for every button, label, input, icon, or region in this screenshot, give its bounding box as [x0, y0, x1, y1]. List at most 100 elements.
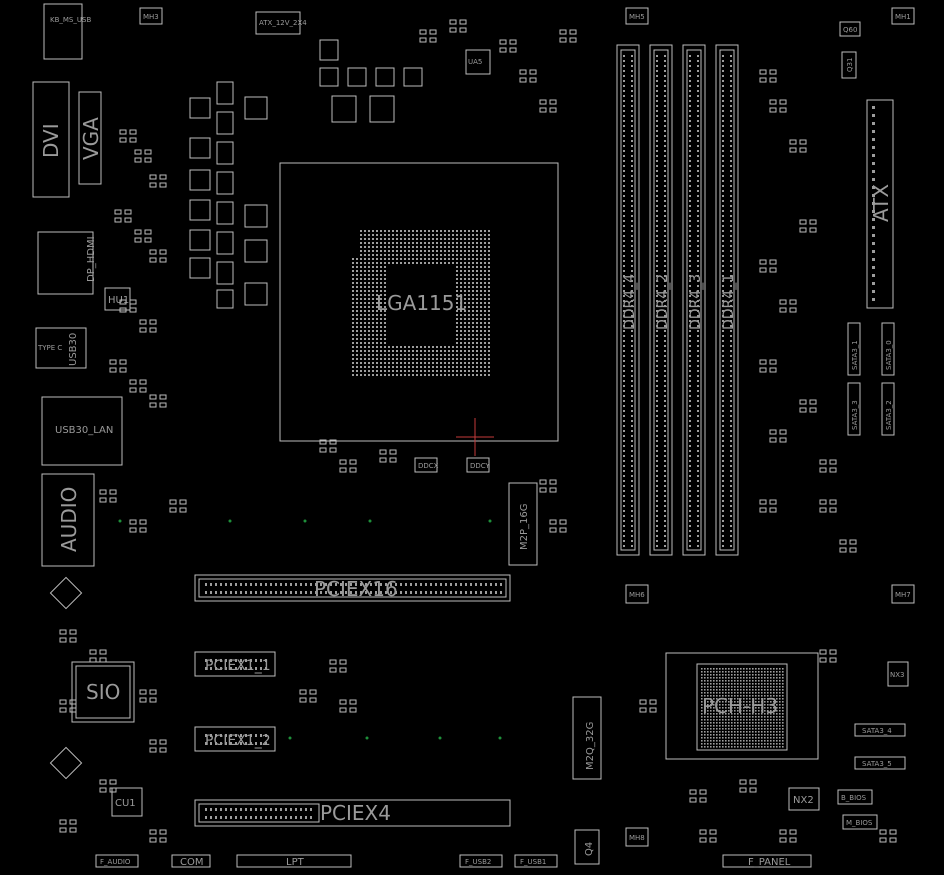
usb30-label: USB30	[68, 333, 79, 366]
m2q-32g-slot[interactable]: M2Q_32G	[572, 696, 602, 780]
sio-label: SIO	[86, 680, 120, 704]
m-bios-label: M_BIOS	[846, 819, 873, 827]
f-audio-header[interactable]: F_AUDIO	[95, 854, 139, 868]
diamond-component-a	[49, 576, 83, 610]
sata3-4-label: SATA3_4	[862, 727, 892, 735]
nx3-chip: NX3	[887, 661, 909, 687]
top-mosfets	[319, 39, 423, 123]
kb-ms-usb-label: KB_MS_USB	[50, 16, 91, 24]
f-usb1-label: F_USB1	[520, 858, 546, 866]
pciex1-1-slot[interactable]: PCIEX1_1	[194, 651, 276, 677]
sata3-3-connector[interactable]: SATA3_3	[847, 382, 861, 436]
mh6-mount-hole: MH6	[625, 584, 649, 604]
audio-label: AUDIO	[57, 487, 81, 552]
pch-ball-array	[701, 668, 784, 748]
sata3-2-connector[interactable]: SATA3_2	[881, 382, 895, 436]
mh6-label: MH6	[629, 591, 645, 599]
f-usb2-label: F_USB2	[465, 858, 491, 866]
atx-connector[interactable]: ATX	[866, 99, 894, 309]
ddcx-label: DDCX	[418, 462, 439, 470]
atx-12v-connector[interactable]: ATX_12V_2X4	[255, 11, 307, 35]
vrm-mosfets	[189, 81, 268, 309]
vga-connector[interactable]: VGA	[78, 91, 103, 185]
cu1-label: CU1	[115, 798, 136, 809]
f-audio-label: F_AUDIO	[100, 858, 131, 866]
com-header[interactable]: COM	[171, 854, 211, 868]
b-bios-chip[interactable]: B_BIOS	[837, 789, 873, 805]
ddr4-slot-1[interactable]: DDR4_1	[715, 44, 739, 556]
ddr4-2-label: DDR4_2	[655, 274, 671, 330]
usb30-lan-label: USB30_LAN	[55, 425, 113, 436]
pciex4-label: PCIEX4	[320, 801, 391, 825]
mh7-mount-hole: MH7	[891, 584, 915, 604]
lpt-label: LPT	[286, 857, 305, 868]
sata3-5-connector[interactable]: SATA3_5	[854, 756, 906, 770]
b-bios-label: B_BIOS	[841, 794, 867, 802]
ddr4-slot-2[interactable]: DDR4_2	[649, 44, 673, 556]
sata3-0-label: SATA3_0	[885, 340, 893, 370]
cu1-chip[interactable]: CU1	[111, 787, 143, 817]
nx3-label: NX3	[890, 671, 905, 679]
sata3-0-connector[interactable]: SATA3_0	[881, 322, 895, 376]
q60-component: Q60	[839, 21, 861, 37]
q60-label: Q60	[843, 26, 857, 34]
q4-component: Q4	[574, 829, 600, 865]
pch-label: PCH-H3	[702, 694, 778, 718]
mh5-label: MH5	[629, 13, 645, 21]
m2p-16g-label: M2P_16G	[519, 504, 530, 551]
ua5-label: UA5	[468, 58, 482, 66]
usb30-lan-connector[interactable]: USB30_LAN	[41, 396, 123, 466]
kb-ms-usb-connector[interactable]: KB_MS_USB	[43, 3, 91, 60]
atx-12v-label: ATX_12V_2X4	[259, 19, 307, 27]
sata3-4-connector[interactable]: SATA3_4	[854, 723, 906, 737]
q31-label: Q31	[846, 58, 854, 72]
ddcy-label: DDCY	[470, 462, 491, 470]
cpu-socket[interactable]: LGA1151	[279, 162, 559, 456]
nx2-chip[interactable]: NX2	[788, 787, 820, 811]
f-usb2-header[interactable]: F_USB2	[459, 854, 503, 868]
q31-component: Q31	[841, 51, 857, 79]
mh7-label: MH7	[895, 591, 911, 599]
mh5-mount-hole: MH5	[625, 7, 649, 25]
mh8-mount-hole: MH8	[625, 827, 649, 847]
dp-hdmi-label: DP_HDMI	[86, 236, 97, 282]
mh3-mount-hole: MH3	[139, 7, 163, 25]
mh3-label: MH3	[143, 13, 159, 21]
dvi-connector[interactable]: DVI	[32, 81, 70, 198]
dp-hdmi-connector[interactable]: DP_HDMI	[37, 231, 97, 295]
cpu-socket-label: LGA1151	[376, 291, 467, 315]
audio-connector[interactable]: AUDIO	[41, 473, 95, 567]
dvi-label: DVI	[39, 123, 63, 158]
ddr4-4-label: DDR4_4	[622, 274, 638, 330]
pciex1-2-slot[interactable]: PCIEX1_2	[194, 726, 276, 752]
pch-chip[interactable]: PCH-H3	[665, 652, 819, 760]
lpt-header[interactable]: LPT	[236, 854, 352, 868]
mh1-mount-hole: MH1	[891, 7, 915, 25]
pciex4-slot[interactable]: PCIEX4	[194, 799, 511, 827]
diamond-component-b	[49, 746, 83, 780]
ddr4-slot-3[interactable]: DDR4_3	[682, 44, 706, 556]
type-c-usb30-connector[interactable]: TYPE C USB30	[35, 327, 87, 369]
top-chip[interactable]: UA5	[465, 49, 491, 75]
pciex16-slot[interactable]: PCIEX16	[194, 574, 511, 602]
vga-label: VGA	[79, 117, 103, 160]
ddr4-1-label: DDR4_1	[721, 274, 737, 330]
type-c-label: TYPE C	[37, 344, 62, 352]
m-bios-chip[interactable]: M_BIOS	[842, 814, 878, 830]
cpu-socket-pin-array	[352, 230, 490, 376]
passive-components	[59, 19, 897, 843]
f-usb1-header[interactable]: F_USB1	[514, 854, 558, 868]
fiducial-markers	[118, 519, 502, 740]
ddr4-slot-4[interactable]: DDR4_4	[616, 44, 640, 556]
mh8-label: MH8	[629, 834, 645, 842]
sata3-5-label: SATA3_5	[862, 760, 892, 768]
hu1-chip[interactable]: HU1	[104, 287, 131, 311]
nx2-label: NX2	[793, 795, 814, 806]
f-panel-header[interactable]: F_PANEL	[722, 854, 812, 868]
sata3-1-connector[interactable]: SATA3_1	[847, 322, 861, 376]
ddcx-chip: DDCX	[414, 457, 439, 473]
m2p-16g-slot[interactable]: M2P_16G	[508, 482, 538, 566]
q4-label: Q4	[584, 842, 595, 856]
sio-chip[interactable]: SIO	[71, 661, 135, 723]
